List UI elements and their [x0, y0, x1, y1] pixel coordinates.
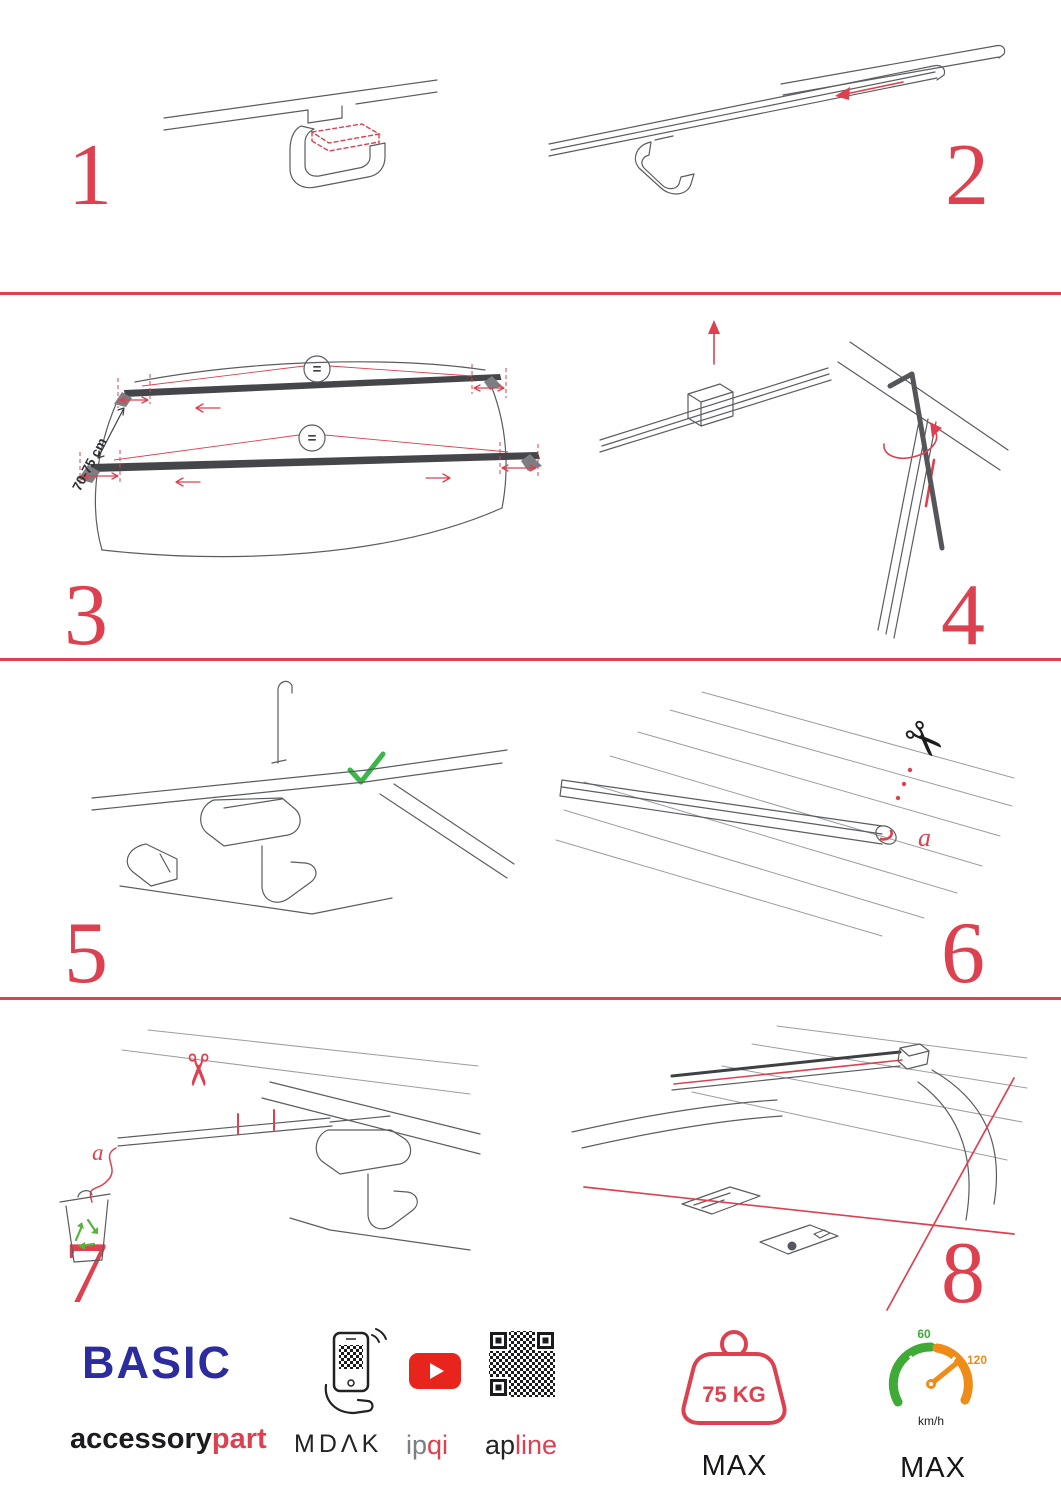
rotate-arrow [883, 422, 942, 459]
gauge-low-label: 60 [917, 1327, 931, 1341]
weight-icon: 75 KG [681, 1330, 787, 1425]
gauge-high-label: 120 [967, 1353, 987, 1367]
step-1-number: 1 [68, 127, 112, 224]
row-divider-2 [0, 658, 1061, 661]
cut-part-label: a [918, 823, 931, 852]
cut-part-label: a [92, 1140, 104, 1165]
step-4-number: 4 [941, 567, 985, 664]
step-4-illustration [599, 320, 1009, 639]
partner-ipqi-gray: ip [406, 1430, 428, 1460]
brand-subtitle-red: part [211, 1423, 267, 1455]
pad-dashed-outline [310, 123, 381, 152]
step-8-illustration [571, 1025, 1028, 1311]
speed-unit-label: km/h [918, 1414, 944, 1428]
partner-ipqi: ipqi [406, 1430, 448, 1461]
step-7-illustration: ✂ a [59, 1029, 481, 1263]
gauge-needle [928, 1359, 961, 1387]
slide-arrow [835, 81, 904, 100]
step-8-number: 8 [941, 1225, 985, 1322]
youtube-icon [409, 1353, 461, 1389]
dimension-arrows [79, 364, 539, 487]
scissors-icon: ✂ [172, 1052, 223, 1089]
weight-limit-value: 75 KG [702, 1382, 766, 1407]
partner-apline-red: line [515, 1430, 558, 1460]
step-6-illustration: ✂ a [555, 691, 1015, 937]
step-5-number: 5 [64, 905, 108, 1002]
step-3-number: 3 [64, 567, 108, 664]
step-5-illustration [91, 680, 515, 915]
step-1-illustration [163, 79, 438, 189]
phone-qr-icon [324, 1328, 387, 1415]
step-3-illustration: = = 70-75 cm [69, 355, 542, 558]
equal-spacing-top: = [313, 361, 322, 378]
partner-ipqi-red: qi [427, 1430, 449, 1460]
equal-spacing-bottom: = [308, 430, 317, 447]
allen-key-icon [887, 371, 945, 551]
speed-max-label: MAX [900, 1452, 966, 1484]
trash-icon [59, 1190, 111, 1263]
brand-subtitle: accessorypart [70, 1423, 267, 1456]
insert-arrow [708, 320, 720, 365]
step-2-number: 2 [945, 127, 989, 224]
brand-subtitle-black: accessory [70, 1423, 212, 1455]
step-6-number: 6 [941, 905, 985, 1002]
weight-max-label: MAX [701, 1450, 768, 1482]
scissors-icon: ✂ [889, 707, 957, 775]
row-divider-1 [0, 292, 1061, 295]
qr-code-icon [488, 1330, 556, 1398]
step-2-illustration [548, 44, 1006, 195]
speedometer-icon: 60 120 km/h [888, 1327, 987, 1428]
partner-mdak: MDΛK [294, 1430, 383, 1458]
recycle-icon [74, 1218, 98, 1250]
partner-apline-black: ap [485, 1430, 516, 1460]
partner-apline: apline [485, 1430, 557, 1461]
brand-logo: BASIC [82, 1337, 233, 1388]
row-divider-3 [0, 997, 1061, 1000]
